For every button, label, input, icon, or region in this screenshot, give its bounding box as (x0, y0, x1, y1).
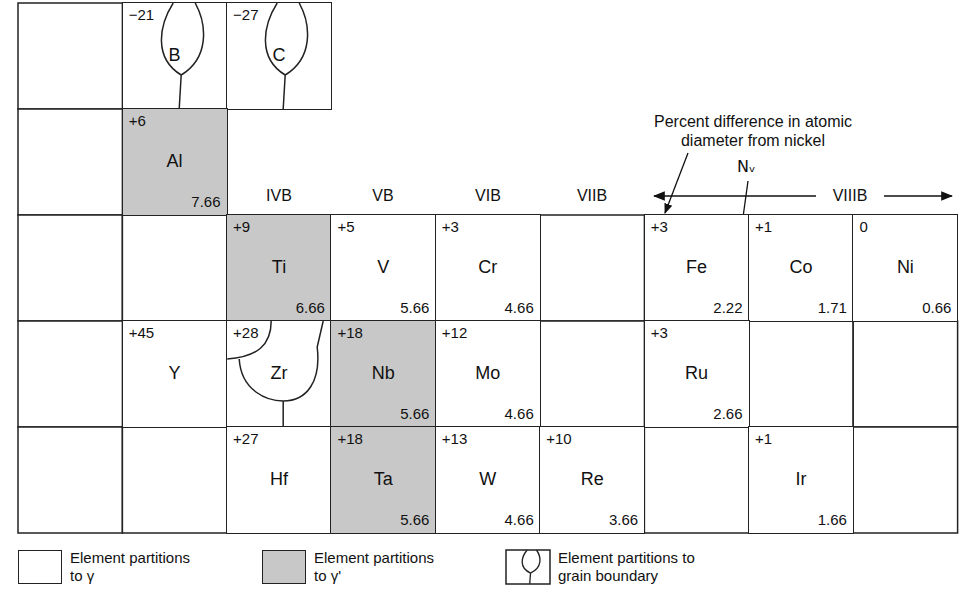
legend-text: Element partitions to grain boundary (558, 549, 708, 585)
element-cell: −21B (122, 2, 228, 110)
diameter-difference: +3 (442, 219, 459, 236)
element-symbol: B (169, 46, 181, 66)
grain-boundary-line (161, 3, 203, 109)
annotation: Percent difference in atomic diameter fr… (638, 112, 868, 150)
element-symbol: V (377, 258, 389, 278)
nv-value: 2.66 (713, 406, 742, 423)
nv-value: 4.66 (505, 300, 534, 317)
element-symbol: Y (169, 364, 181, 384)
element-cell: +45Y (122, 320, 228, 428)
diameter-difference: −21 (129, 7, 154, 24)
element-symbol: Hf (270, 470, 288, 490)
diameter-difference: −27 (233, 7, 258, 24)
nv-value: 2.22 (713, 300, 742, 317)
element-symbol: Mo (475, 364, 500, 384)
diameter-difference: +5 (337, 219, 354, 236)
element-cell: +10Re 3.66 (539, 426, 645, 534)
element-cell: −27C (226, 2, 332, 110)
nv-value: 3.66 (609, 512, 638, 529)
diameter-difference: +3 (651, 219, 668, 236)
diameter-difference: 0 (859, 219, 867, 236)
element-cell: +18Nb 5.66 (330, 320, 436, 428)
element-cell: +1Co 1.71 (748, 214, 854, 322)
element-symbol: Ta (374, 470, 393, 490)
element-cell: +28Zr (226, 320, 332, 428)
element-cell: +12Mo 4.66 (435, 320, 541, 428)
grain-boundary-line (265, 3, 307, 109)
group-header: VIIB (562, 186, 622, 205)
diameter-difference: +18 (337, 431, 362, 448)
group-header: VB (353, 186, 413, 205)
element-symbol: Co (789, 258, 812, 278)
element-cell: +27Hf (226, 426, 332, 534)
element-cell: +1Ir 1.66 (748, 426, 854, 534)
diameter-difference: +12 (442, 325, 467, 342)
element-symbol: Nb (372, 364, 395, 384)
element-symbol: Zr (270, 364, 287, 384)
element-symbol: Fe (686, 258, 707, 278)
element-symbol: Cr (478, 258, 497, 278)
nv-value: 0.66 (922, 300, 951, 317)
element-cell: +13W 4.66 (435, 426, 541, 534)
grain-boundary-line (227, 321, 323, 427)
group-span-arrow (654, 195, 952, 197)
element-cell: +3Fe 2.22 (644, 214, 750, 322)
nv-value: 4.66 (505, 512, 534, 529)
diameter-difference: +9 (233, 219, 250, 236)
diameter-difference: +45 (129, 325, 154, 342)
element-symbol: Al (167, 152, 183, 172)
group-header: VIIIB (815, 186, 885, 205)
diameter-difference: +3 (651, 325, 668, 342)
nv-value: 1.66 (818, 512, 847, 529)
diameter-difference: +13 (442, 431, 467, 448)
legend-swatch (18, 550, 62, 584)
element-symbol: Ni (897, 258, 914, 278)
annotation: Nᵥ (737, 157, 767, 176)
element-cell: +18Ta 5.66 (330, 426, 436, 534)
element-symbol: C (272, 46, 285, 66)
element-symbol: Ti (272, 258, 286, 278)
legend-swatch (262, 550, 306, 584)
grain-boundary-icon (506, 550, 550, 584)
empty-cells (18, 3, 958, 533)
nv-value: 4.66 (505, 406, 534, 423)
diameter-difference: +28 (233, 325, 258, 342)
group-header: VIB (458, 186, 518, 205)
nv-value: 6.66 (296, 300, 325, 317)
element-cell: +3Ru 2.66 (644, 320, 750, 428)
element-cell: +9Ti 6.66 (226, 214, 332, 322)
element-cell: +3Cr 4.66 (435, 214, 541, 322)
nv-value: 5.66 (400, 300, 429, 317)
diameter-difference: +27 (233, 431, 258, 448)
legend-text: Element partitions to γ' (314, 549, 436, 585)
group-header: IVB (249, 186, 309, 205)
diameter-difference: +1 (755, 431, 772, 448)
diameter-difference: +18 (337, 325, 362, 342)
diameter-difference: +6 (129, 113, 146, 130)
element-symbol: Ir (795, 470, 806, 490)
element-symbol: Ru (685, 364, 708, 384)
diameter-difference: +10 (546, 431, 571, 448)
element-cell: +6Al 7.66 (122, 108, 228, 216)
diameter-difference: +1 (755, 219, 772, 236)
nv-value: 7.66 (191, 194, 220, 211)
element-cell: +5V 5.66 (330, 214, 436, 322)
element-symbol: Re (581, 470, 604, 490)
element-symbol: W (479, 470, 496, 490)
nv-value: 1.71 (818, 300, 847, 317)
legend-text: Element partitions to γ (70, 549, 192, 585)
nv-value: 5.66 (400, 406, 429, 423)
nv-value: 5.66 (400, 512, 429, 529)
element-cell: 0Ni 0.66 (852, 214, 958, 322)
